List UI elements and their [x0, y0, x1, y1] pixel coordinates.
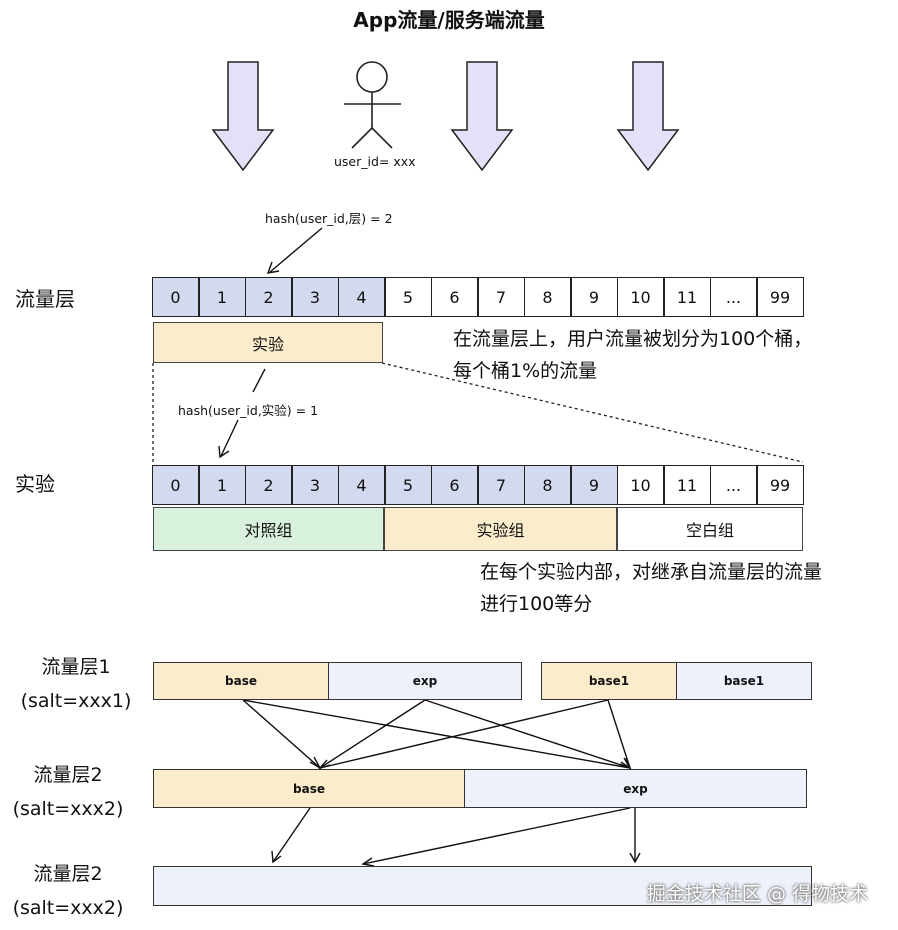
- user-icon: [344, 61, 401, 149]
- experiment-note: 在每个实验内部，对继承自流量层的流量 进行100等分: [480, 556, 822, 620]
- traffic-layer-bucket: 8: [524, 277, 571, 317]
- layer1-base1-segment: base1: [541, 662, 677, 700]
- experiment-bucket: 9: [570, 465, 618, 505]
- traffic-layer-label: 流量层: [15, 287, 75, 311]
- control-group: 对照组: [153, 507, 384, 551]
- hash-layer-arrow: [266, 227, 323, 274]
- traffic-layer-bucket: 0: [152, 277, 199, 317]
- traffic-layer-note: 在流量层上，用户流量被划分为100个桶， 每个桶1%的流量: [453, 323, 812, 387]
- traffic-layer-bucket: 6: [431, 277, 478, 317]
- layer-salt: (salt=xxx1): [20, 690, 132, 712]
- user-id-label: user_id= xxx: [334, 154, 416, 169]
- layer-3-label: 流量层2 (salt=xxx2): [0, 857, 136, 925]
- traffic-layer-bucket: ...: [710, 277, 757, 317]
- layer-name: 流量层2: [33, 863, 103, 885]
- layer-2-label: 流量层2 (salt=xxx2): [0, 758, 136, 826]
- layer2-exp-segment: exp: [464, 769, 807, 808]
- layer-salt: (salt=xxx2): [12, 798, 124, 820]
- layer1-base1-segment: base1: [676, 662, 812, 700]
- note-line: 在每个实验内部，对继承自流量层的流量: [480, 561, 823, 583]
- hash-exp-label: hash(user_id,实验) = 1: [178, 403, 319, 418]
- layer-name: 流量层1: [41, 656, 111, 678]
- hash-exp-arrow: [218, 368, 266, 459]
- traffic-layer-bucket: 7: [477, 277, 525, 317]
- layer1-base-segment: base: [153, 662, 329, 700]
- experiment-bucket: 7: [477, 465, 525, 505]
- experiment-bucket: 11: [663, 465, 711, 505]
- traffic-layer-bucket: 5: [384, 277, 432, 317]
- experiment-block: 实验: [153, 322, 383, 363]
- experiment-bucket: 5: [384, 465, 432, 505]
- layer2-base-segment: base: [153, 769, 465, 808]
- experiment-bucket: 99: [756, 465, 804, 505]
- layer2-to-layer3-arrows: [271, 807, 641, 867]
- traffic-layer-bucket: 99: [756, 277, 804, 317]
- note-line: 进行100等分: [480, 593, 593, 615]
- layer-salt: (salt=xxx2): [12, 897, 124, 919]
- note-line: 每个桶1%的流量: [453, 360, 598, 382]
- experiment-label: 实验: [15, 472, 55, 496]
- hash-layer-label: hash(user_id,层) = 2: [265, 211, 393, 226]
- traffic-arrow-icon: [616, 61, 680, 172]
- zoom-dotted-lines: [152, 362, 804, 463]
- experiment-bucket: 3: [291, 465, 339, 505]
- layer-name: 流量层2: [33, 764, 103, 786]
- traffic-arrow-icon: [211, 61, 275, 172]
- experiment-bucket: 10: [617, 465, 664, 505]
- experiment-bucket: 8: [524, 465, 571, 505]
- traffic-layer-bucket: 11: [663, 277, 711, 317]
- layer1-exp-segment: exp: [328, 662, 522, 700]
- page-title: App流量/服务端流量: [353, 8, 545, 32]
- experiment-bucket: ...: [710, 465, 757, 505]
- traffic-layer-bucket: 2: [245, 277, 292, 317]
- traffic-layer-bucket: 3: [291, 277, 339, 317]
- watermark: 掘金技术社区 @ 得物技术: [646, 883, 868, 905]
- experiment-bucket: 2: [245, 465, 292, 505]
- experiment-bucket: 1: [198, 465, 246, 505]
- experiment-bucket: 0: [152, 465, 199, 505]
- traffic-arrow-icon: [450, 61, 514, 172]
- treatment-group: 实验组: [384, 507, 617, 551]
- layer-1-label: 流量层1 (salt=xxx1): [8, 650, 144, 718]
- experiment-bucket: 4: [338, 465, 385, 505]
- note-line: 在流量层上，用户流量被划分为100个桶，: [453, 328, 813, 350]
- blank-group: 空白组: [617, 507, 803, 551]
- traffic-layer-bucket: 1: [198, 277, 246, 317]
- traffic-layer-bucket: 9: [570, 277, 618, 317]
- layer1-to-layer2-arrows: [242, 699, 632, 770]
- layer3-segment: [153, 866, 812, 906]
- experiment-bucket: 6: [431, 465, 478, 505]
- traffic-layer-bucket: 10: [617, 277, 664, 317]
- traffic-layer-bucket: 4: [338, 277, 385, 317]
